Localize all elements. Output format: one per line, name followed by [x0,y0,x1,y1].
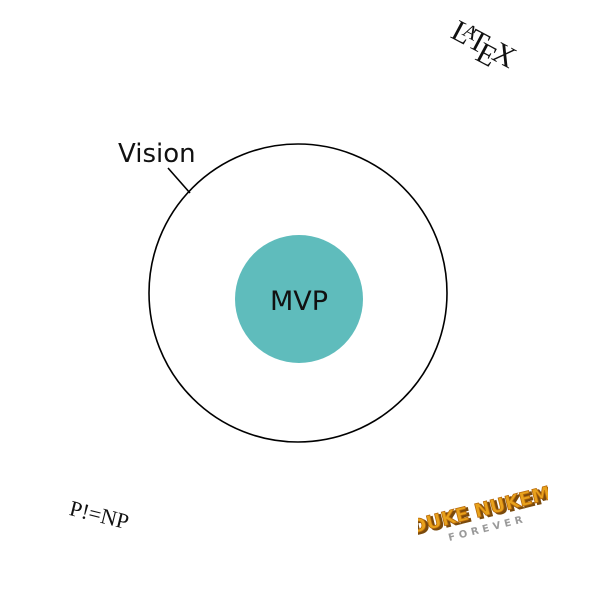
vision-circle [148,143,448,443]
vision-leader-line [167,167,191,194]
duke-nukem-forever-logo: DUKE NUKEM DUKE NUKEM FOREVER [418,482,548,544]
vision-label: Vision [118,139,196,169]
mvp-circle [235,235,363,363]
mvp-label: MVP [270,286,328,317]
